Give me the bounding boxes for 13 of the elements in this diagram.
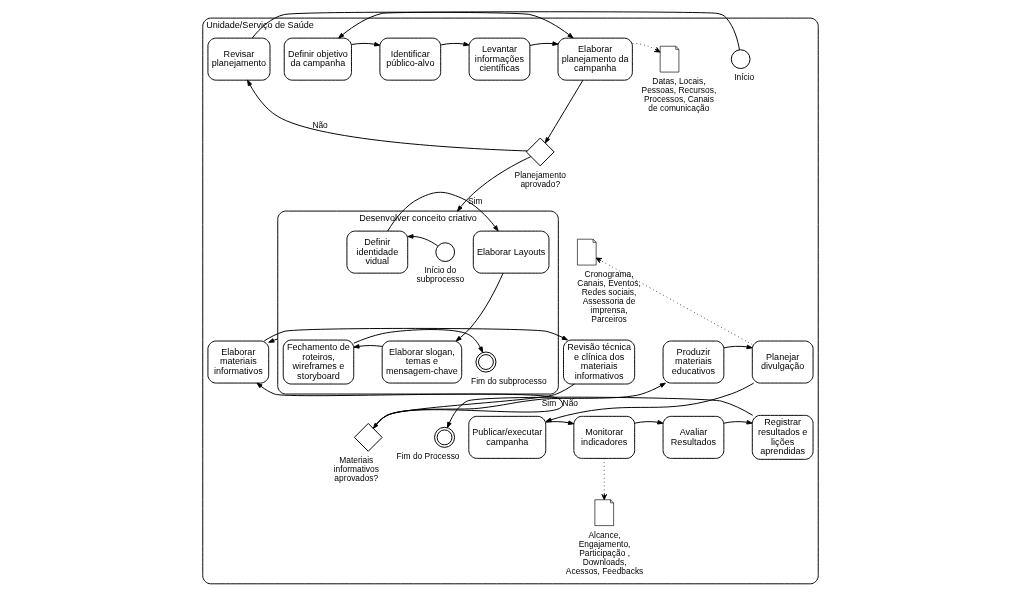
node-label: Fim do subprocesso (470, 375, 547, 386)
edge-label: Não (562, 397, 578, 408)
node-label: Fim do Processo (396, 451, 460, 462)
node-label: Materiais informativos aprovados? (333, 455, 379, 484)
edge-label: Não (311, 119, 328, 130)
edge-label: Sim (467, 195, 482, 206)
node-label: Datas, Locais, Pessoas, Recursos, Processos, Canais de comunicação (641, 75, 716, 114)
edge-label: Sim (541, 397, 556, 408)
node-label: Início do subprocesso (416, 265, 464, 285)
node-label: Planejamento aprovado? (514, 169, 566, 189)
node-label: Alcance, Engajamento, Participação , Downloads, Acessos, Feedbacks (565, 529, 643, 576)
node-label: Cronograma, Canais, Eventos, Redes sociais, Assessoria de imprensa, Parceiros (576, 268, 641, 325)
node-label: Início (733, 72, 754, 83)
